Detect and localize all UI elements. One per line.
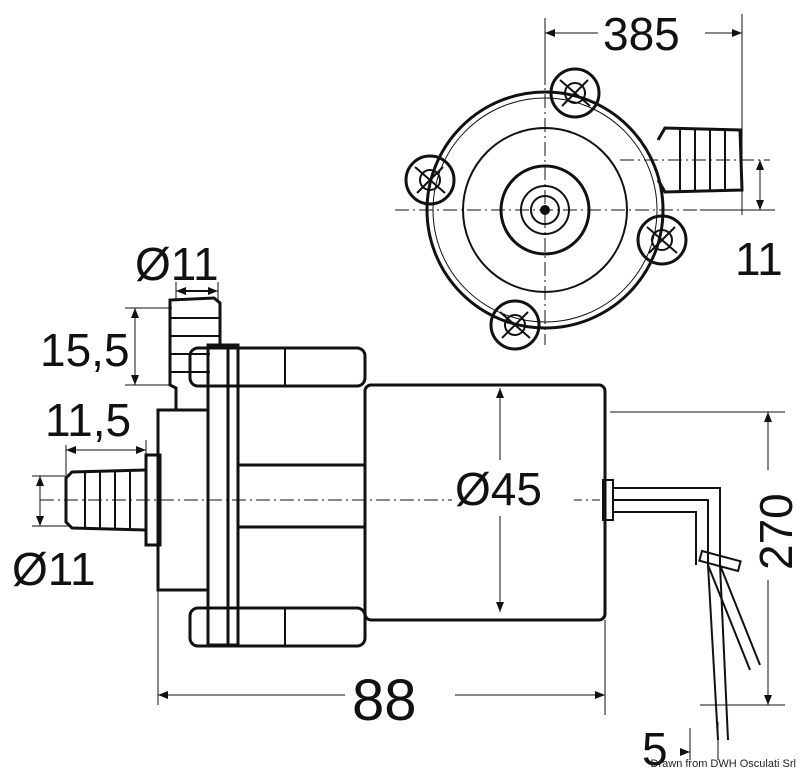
dim-15-5-label: 15,5 — [40, 324, 130, 376]
dimension-diameter-11-top: Ø11 — [135, 238, 219, 300]
pump-side-view — [40, 290, 761, 741]
dimension-diameter-45: Ø45 — [452, 388, 574, 612]
credit-text: Drawn from DWH Osculati Srl — [650, 758, 796, 770]
mounting-lug-bottom — [489, 299, 541, 351]
pump-head-top-view — [395, 67, 770, 351]
dim-5-label: 5 — [642, 723, 668, 772]
dimension-diameter-11-side: Ø11 — [12, 475, 96, 595]
dimension-88: 88 — [157, 590, 606, 733]
dim-11-label: 11 — [735, 233, 783, 285]
dimension-270: 270 — [610, 411, 800, 706]
dim-11-5-label: 11,5 — [45, 394, 131, 446]
mounting-lug-left — [404, 154, 456, 206]
dimension-11-5: 11,5 — [45, 394, 147, 475]
dimension-385: 385 — [544, 8, 743, 215]
dim-270-label: 270 — [750, 493, 800, 570]
dim-d11-side-label: Ø11 — [12, 543, 96, 595]
mounting-lug-top — [549, 67, 601, 119]
dim-385-label: 385 — [603, 8, 680, 60]
mounting-lug-right — [636, 214, 688, 266]
dimension-11-outlet: 11 — [700, 160, 783, 285]
dim-d11-top-label: Ø11 — [135, 238, 219, 290]
dim-d45-label: Ø45 — [455, 463, 542, 515]
top-hose-barb — [168, 290, 222, 410]
dim-88-label: 88 — [352, 668, 417, 733]
dimension-15-5: 15,5 — [40, 307, 172, 386]
dimension-5: 5 — [642, 722, 719, 772]
